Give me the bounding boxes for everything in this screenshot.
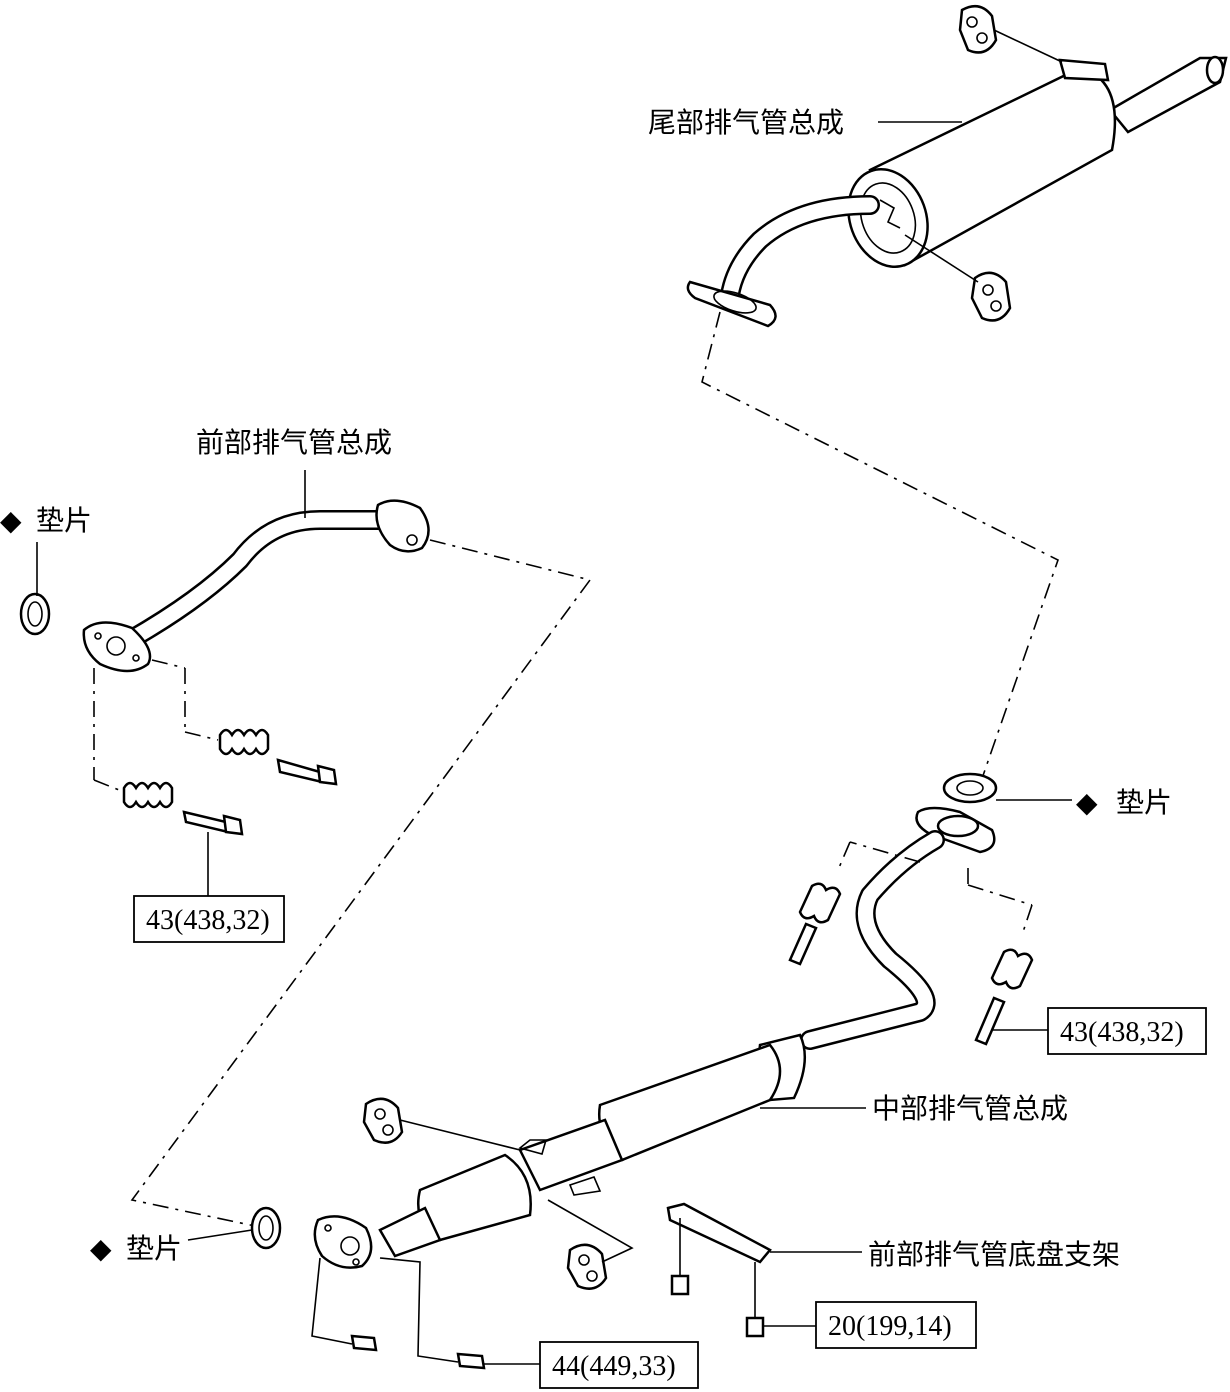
- center-pipe-assembly: [313, 772, 1072, 1290]
- torque-box: [1047, 1007, 1207, 1055]
- front-pipe-torque: 43(438,32): [146, 905, 270, 936]
- front-pipe-assembly-label: 前部排气管总成: [196, 426, 392, 459]
- connection-line: [130, 539, 592, 1227]
- torque-box: [539, 1341, 699, 1389]
- diamond-marker-icon: ◆: [90, 1232, 112, 1265]
- gasket-left-label: 垫片: [36, 504, 92, 537]
- torque-box: [815, 1301, 977, 1349]
- gasket-bottom-icon: [250, 1206, 282, 1250]
- gasket-bottom-label: 垫片: [126, 1232, 182, 1265]
- converter-bolts: [311, 1257, 540, 1370]
- rubber-hanger-icon: [958, 4, 998, 54]
- gasket-right-icon: [942, 772, 998, 804]
- tail-pipe-assembly: [686, 4, 1228, 328]
- center-pipe-assembly-label: 中部排气管总成: [872, 1092, 1068, 1125]
- center-pipe-torque: 43(438,32): [1060, 1017, 1184, 1048]
- rubber-hanger-icon: [566, 1243, 608, 1290]
- connection-line: [701, 311, 1059, 791]
- rubber-hanger-icon: [362, 1097, 404, 1144]
- gasket-left-icon: [19, 592, 51, 636]
- diamond-marker-icon: ◆: [0, 504, 22, 537]
- rubber-hanger-icon: [970, 271, 1012, 322]
- gasket-right-label: 垫片: [1116, 786, 1172, 819]
- spring-bolt-set-lower: [93, 668, 244, 896]
- converter-torque: 44(449,33): [552, 1351, 676, 1382]
- torque-box: [133, 895, 285, 943]
- front-pipe-bracket: [666, 1202, 862, 1338]
- diamond-marker-icon: ◆: [1076, 786, 1098, 819]
- spring-bolt-set-upper: [151, 659, 338, 786]
- bracket-torque: 20(199,14): [828, 1311, 952, 1342]
- front-pipe-assembly: [82, 470, 430, 673]
- front-pipe-bracket-label: 前部排气管底盘支架: [868, 1238, 1120, 1271]
- tail-pipe-assembly-label: 尾部排气管总成: [648, 106, 844, 139]
